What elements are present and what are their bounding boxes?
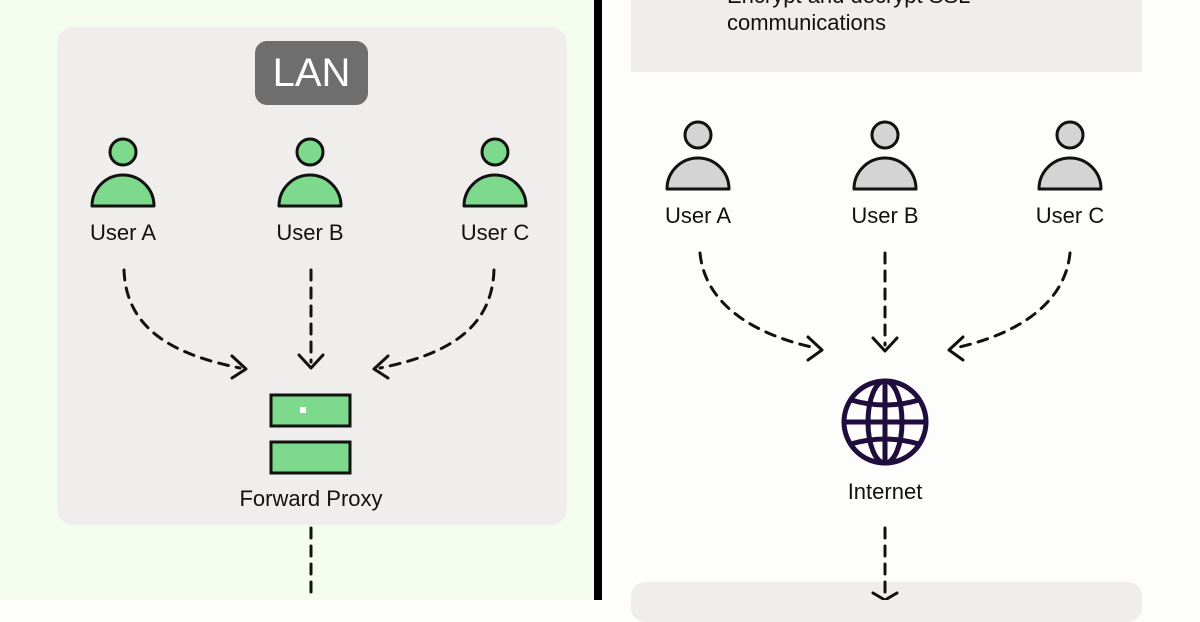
- globe-icon: [841, 378, 929, 466]
- user-b-label-right: User B: [851, 203, 919, 228]
- center-divider: [594, 0, 602, 600]
- user-c-icon: [462, 137, 528, 208]
- ssl-note-text: Encrypt and decrypt SSL communications: [727, 0, 1127, 36]
- arrowhead-a: [230, 354, 248, 380]
- user-b-icon: [277, 137, 343, 208]
- user-b-icon-right: [852, 120, 918, 191]
- arrowhead-right-b: [871, 336, 899, 353]
- arrow-user-a-to-proxy: [122, 268, 242, 370]
- user-a-icon: [90, 137, 156, 208]
- arrowhead-right-a: [806, 335, 824, 362]
- user-c-icon-right: [1037, 120, 1103, 191]
- arrow-user-a-to-internet: [698, 251, 818, 350]
- ssl-note-line-2: communications: [727, 10, 886, 35]
- server-icon: [269, 393, 352, 475]
- arrowhead-right-down: [871, 591, 899, 600]
- arrow-user-c-to-proxy: [378, 268, 496, 370]
- right-half-background: [602, 0, 1200, 600]
- ssl-note-panel: [631, 0, 1142, 72]
- internet-label: Internet: [847, 479, 923, 504]
- user-a-label: User A: [89, 220, 157, 245]
- forward-proxy-label: Forward Proxy: [239, 486, 383, 511]
- user-c-label: User C: [460, 220, 530, 245]
- user-a-icon-right: [665, 120, 731, 191]
- arrowhead-b: [297, 353, 325, 370]
- arrow-user-c-to-internet: [953, 251, 1072, 350]
- arrowhead-c: [372, 354, 390, 380]
- arrowhead-right-c: [947, 335, 965, 362]
- ssl-note-line-1: Encrypt and decrypt SSL: [727, 0, 1127, 9]
- diagram-art: [90, 120, 1103, 600]
- lan-badge: LAN: [255, 41, 368, 105]
- user-a-label-right: User A: [664, 203, 732, 228]
- user-c-label-right: User C: [1035, 203, 1105, 228]
- user-b-label: User B: [276, 220, 344, 245]
